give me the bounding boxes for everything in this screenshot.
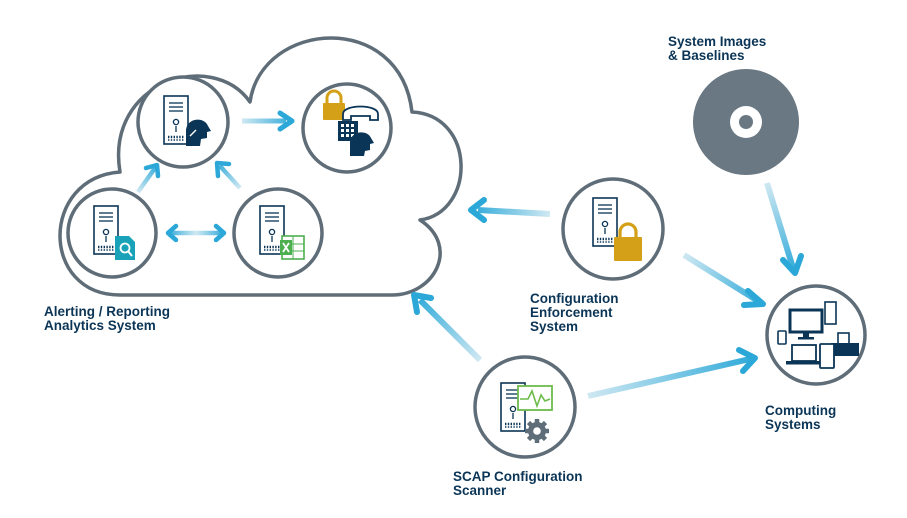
analytics-label-line-1: Alerting / Reporting: [44, 304, 170, 319]
system-images-label: System Images & Baselines: [668, 35, 766, 63]
arrow-search-to-server: [136, 162, 161, 194]
server-icon: [591, 196, 619, 248]
analytics-server-node: [136, 75, 230, 169]
gear-icon: [525, 419, 549, 443]
person-head-icon: [350, 132, 374, 156]
computing-label-line-1: Computing: [765, 403, 837, 418]
arrow-bidirectional-search-excel: [165, 223, 227, 243]
scanner-server-node: [473, 355, 577, 459]
enforcement-label-line-3: System: [530, 319, 579, 334]
analytics-label-line-2: Analytics System: [44, 318, 156, 333]
helpdesk-node: [301, 82, 393, 174]
person-head-icon: [186, 119, 211, 146]
search-server-node: [66, 187, 158, 279]
disc-icon: [693, 69, 799, 175]
arrow-scanner-to-computing: [587, 347, 758, 399]
scanner-label-line-2: Scanner: [453, 483, 507, 498]
search-document-icon: [115, 236, 135, 260]
padlock-icon: [323, 89, 345, 120]
images-label-line-1: System Images: [668, 34, 767, 49]
devices-icon: [777, 301, 859, 369]
server-icon: [162, 94, 190, 146]
spreadsheet-server-node: [232, 187, 324, 279]
computing-systems-label: Computing Systems: [765, 404, 836, 432]
enforcement-label-line-2: Enforcement: [530, 305, 613, 320]
excel-spreadsheet-icon: [280, 235, 305, 260]
scanner-label-line-1: SCAP Configuration: [453, 469, 583, 484]
enforcement-server-node: [561, 177, 665, 281]
arrow-server-to-helpdesk: [242, 110, 295, 132]
scanner-label: SCAP Configuration Scanner: [453, 470, 583, 498]
enforcement-system-label: Configuration Enforcement System: [530, 292, 618, 334]
arrow-enforcement-to-computing: [682, 252, 766, 308]
monitor-waveform-icon: [517, 385, 553, 411]
server-icon: [92, 204, 120, 256]
arrow-images-to-computing: [764, 182, 804, 276]
analytics-system-label: Alerting / Reporting Analytics System: [44, 305, 170, 333]
arrow-enforcement-to-cloud: [468, 197, 551, 223]
padlock-icon: [614, 222, 642, 261]
arrow-excel-to-server: [214, 160, 242, 190]
computing-label-line-2: Systems: [765, 417, 821, 432]
images-label-line-2: & Baselines: [668, 48, 745, 63]
enforcement-label-line-1: Configuration: [530, 291, 619, 306]
flow-arrows: [136, 110, 804, 399]
arrow-scanner-to-cloud: [411, 292, 483, 363]
computing-systems-node: [765, 284, 867, 386]
